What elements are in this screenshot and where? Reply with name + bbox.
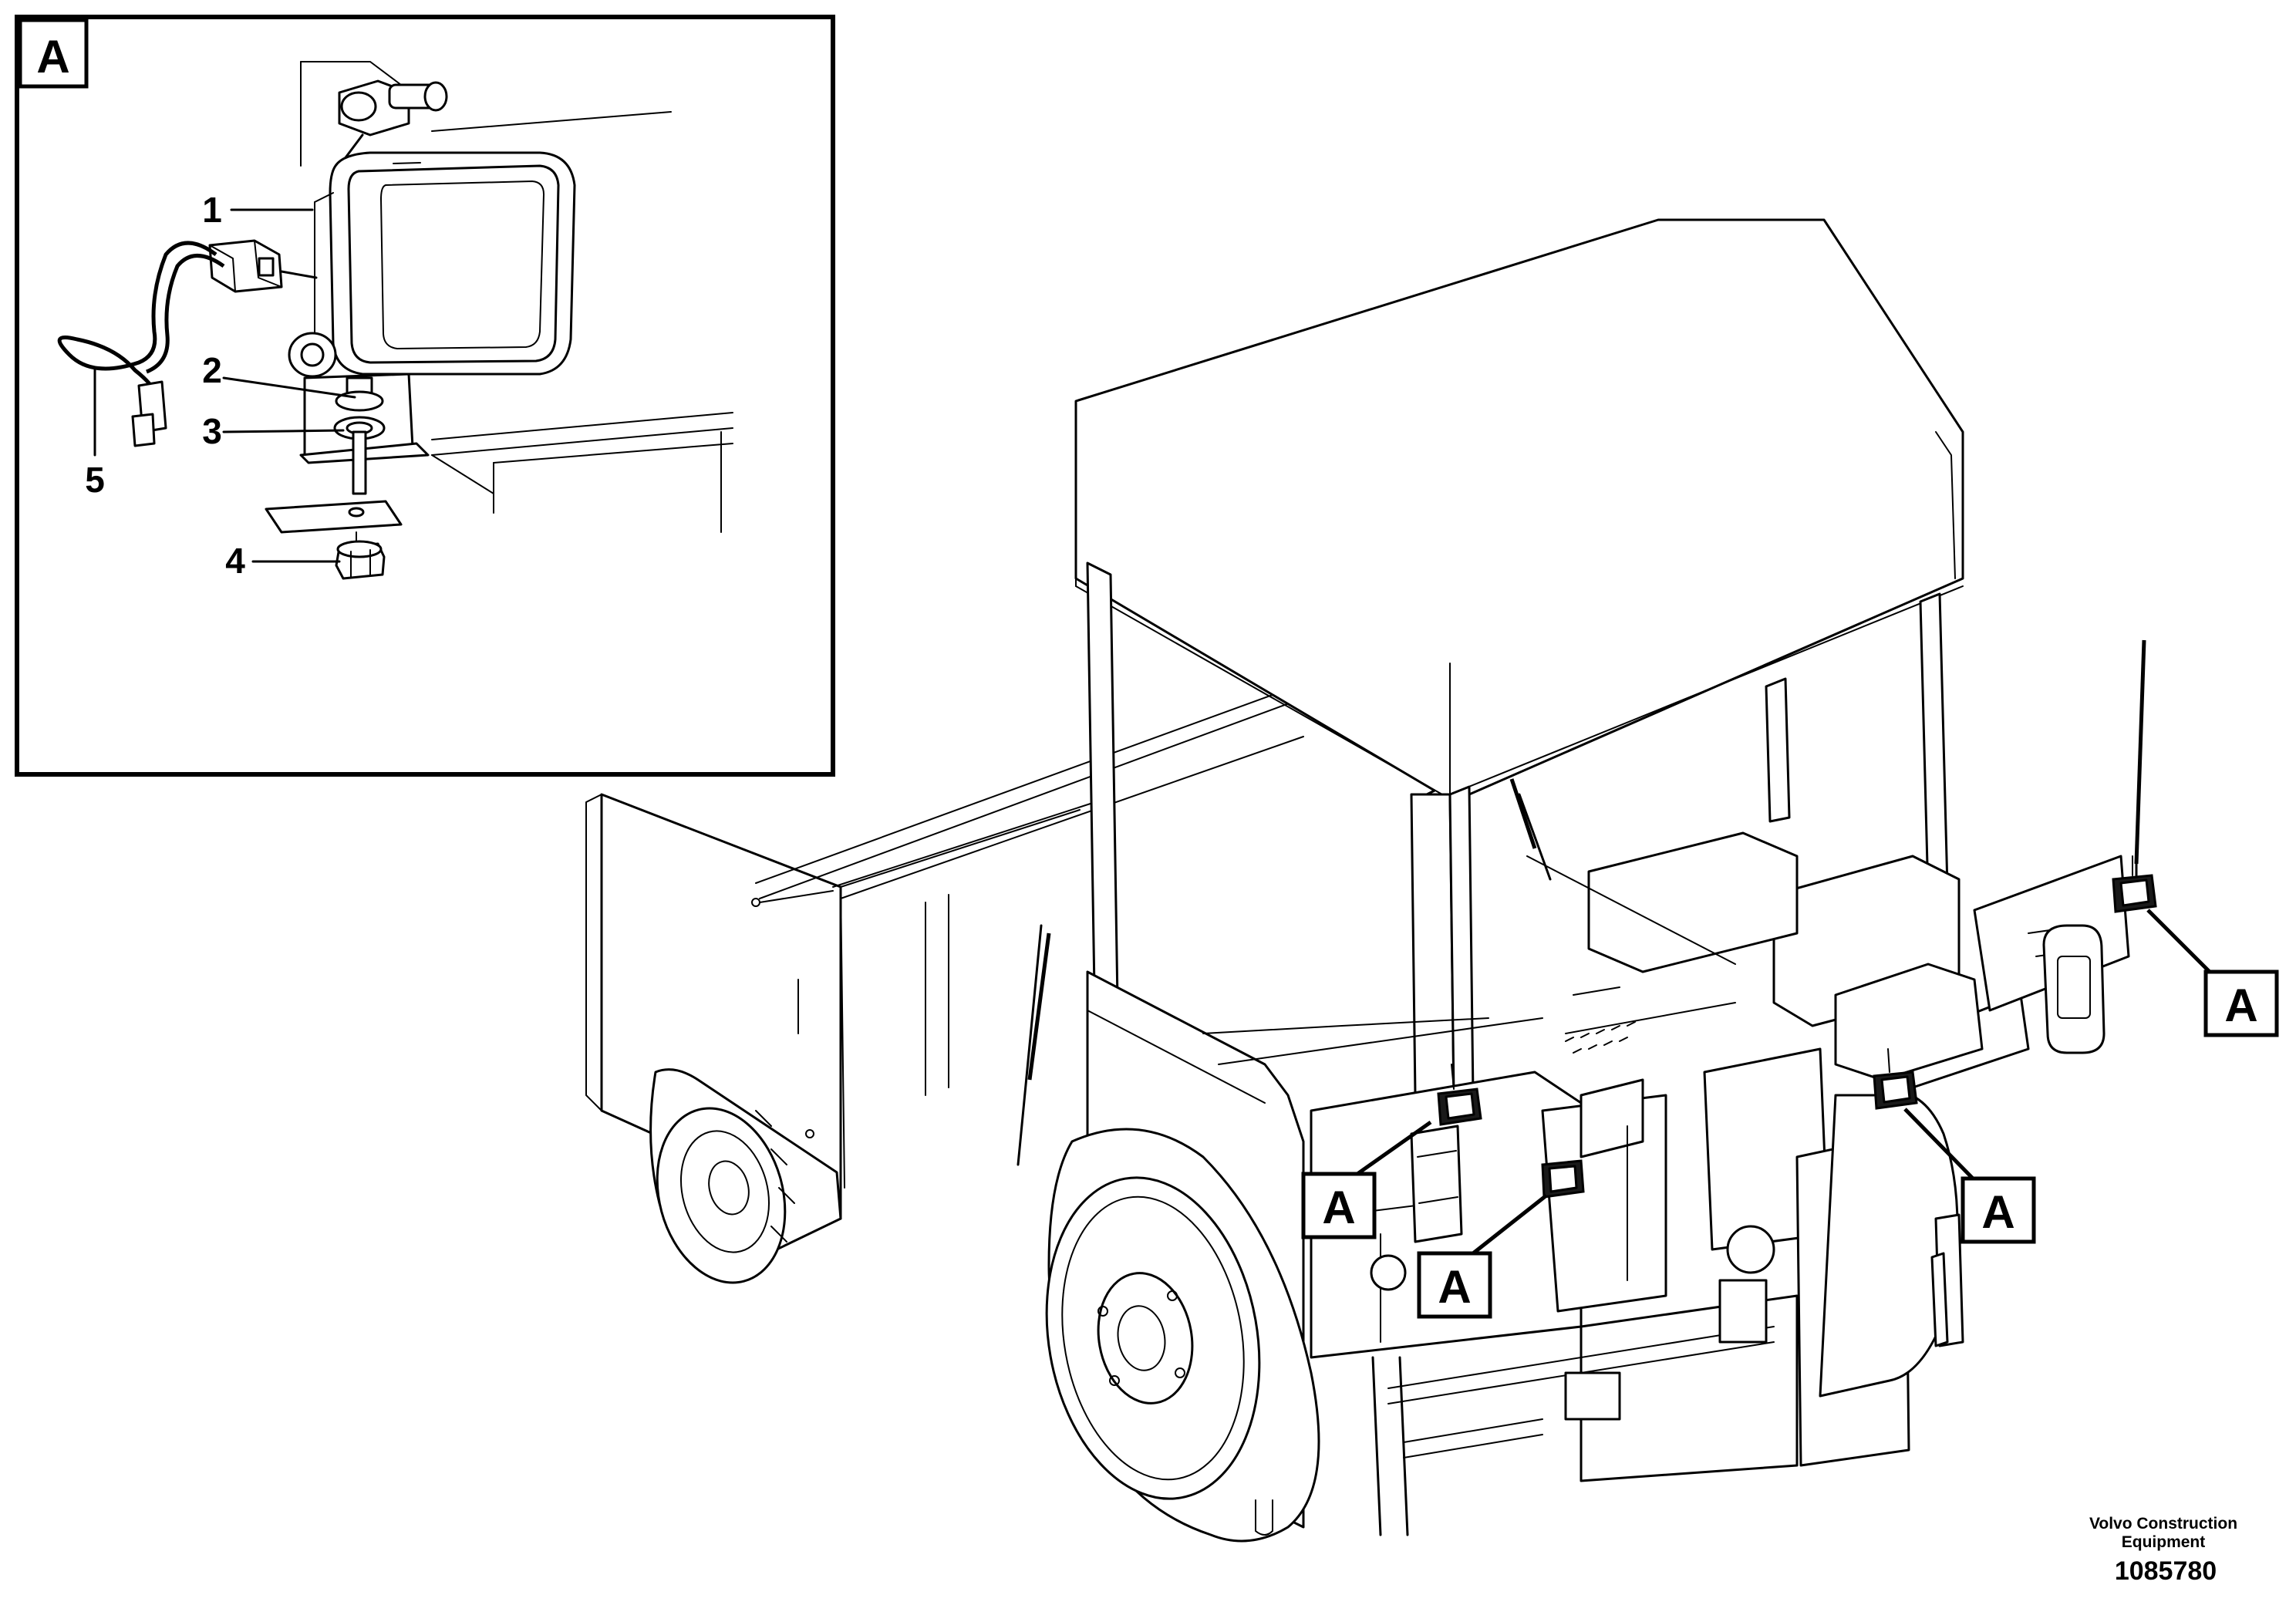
adjustment-knob bbox=[288, 332, 337, 378]
detail-view-a: A bbox=[15, 15, 835, 777]
right-rear-wheel bbox=[1819, 1091, 1964, 1398]
detail-tag-label: A bbox=[36, 31, 69, 83]
drawing-number: 1085780 bbox=[2115, 1556, 2217, 1586]
callout-4: 4 bbox=[225, 541, 245, 581]
view-marker-a-4: A bbox=[2203, 969, 2279, 1037]
rear-bumper-post bbox=[1930, 1252, 1949, 1347]
mounting-structure bbox=[300, 61, 733, 533]
callout-leaders bbox=[93, 208, 356, 563]
machine-view: A A A A bbox=[585, 218, 2279, 1543]
callout-1: 1 bbox=[202, 190, 222, 230]
rear-grille bbox=[1565, 1021, 1636, 1054]
view-marker-a-4-label: A bbox=[2224, 980, 2257, 1031]
drawing-footer: Volvo Construction Equipment 1085780 bbox=[2089, 1515, 2237, 1586]
callout-3: 3 bbox=[202, 411, 222, 451]
callout-5: 5 bbox=[85, 460, 105, 500]
company-name-line2: Equipment bbox=[2122, 1533, 2206, 1551]
view-marker-a-2: A bbox=[1417, 1251, 1492, 1319]
work-lamp bbox=[314, 151, 576, 376]
callout-2: 2 bbox=[202, 350, 222, 390]
work-lamp-canopy-right bbox=[2112, 855, 2157, 913]
work-lamp-right-post bbox=[1873, 1048, 1918, 1110]
mounting-bracket bbox=[265, 373, 430, 580]
work-lamp-left-post bbox=[1437, 1064, 1482, 1126]
right-tail-light bbox=[2042, 924, 2106, 1054]
left-rear-wheel bbox=[649, 1068, 842, 1284]
view-marker-a-3: A bbox=[1961, 1176, 2036, 1244]
lamp-cable bbox=[57, 241, 225, 447]
company-name-line1: Volvo Construction bbox=[2089, 1515, 2237, 1533]
view-marker-a-1-label: A bbox=[1322, 1182, 1355, 1233]
view-marker-leaders bbox=[1356, 909, 2211, 1255]
canopy-roof bbox=[1074, 218, 1964, 796]
view-marker-a-2-label: A bbox=[1438, 1261, 1471, 1313]
drive-axle bbox=[1370, 1225, 1775, 1536]
lamp-connector bbox=[208, 239, 318, 293]
view-marker-a-3-label: A bbox=[1981, 1186, 2014, 1238]
main-rear-wheel bbox=[1045, 1128, 1320, 1543]
left-tail-light bbox=[1410, 1125, 1463, 1243]
view-marker-a-1: A bbox=[1301, 1172, 1377, 1239]
hopper-rails bbox=[755, 686, 1304, 1096]
work-lamp-center bbox=[1541, 1159, 1585, 1199]
top-bracket-bolt bbox=[338, 79, 448, 167]
detail-tag-box bbox=[18, 18, 89, 89]
machine-work-lamps bbox=[1437, 855, 2157, 1199]
